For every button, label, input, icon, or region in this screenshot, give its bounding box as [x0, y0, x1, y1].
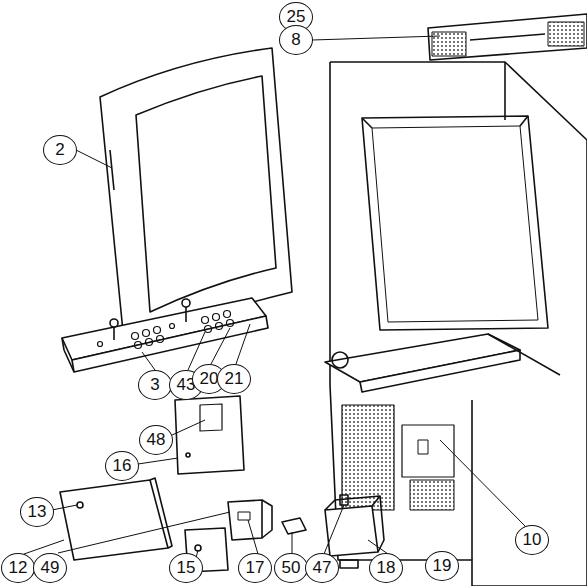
callout-number: 50 — [274, 553, 308, 583]
callout-number: 21 — [217, 364, 251, 394]
callout-number: 18 — [369, 553, 403, 583]
callout-number: 47 — [305, 553, 339, 583]
callout-number: 10 — [515, 525, 549, 555]
callout-number: 8 — [279, 25, 313, 55]
callout-number: 12 — [1, 553, 35, 583]
callout-number: 15 — [169, 553, 203, 583]
callout-number: 19 — [425, 551, 459, 581]
callout-number: 13 — [20, 497, 54, 527]
callout-number: 49 — [33, 553, 67, 583]
callout-number: 3 — [138, 370, 172, 400]
callout-number: 2 — [43, 135, 77, 165]
callout-number: 17 — [238, 553, 272, 583]
callout-number: 16 — [105, 451, 139, 481]
callout-number: 48 — [139, 425, 173, 455]
